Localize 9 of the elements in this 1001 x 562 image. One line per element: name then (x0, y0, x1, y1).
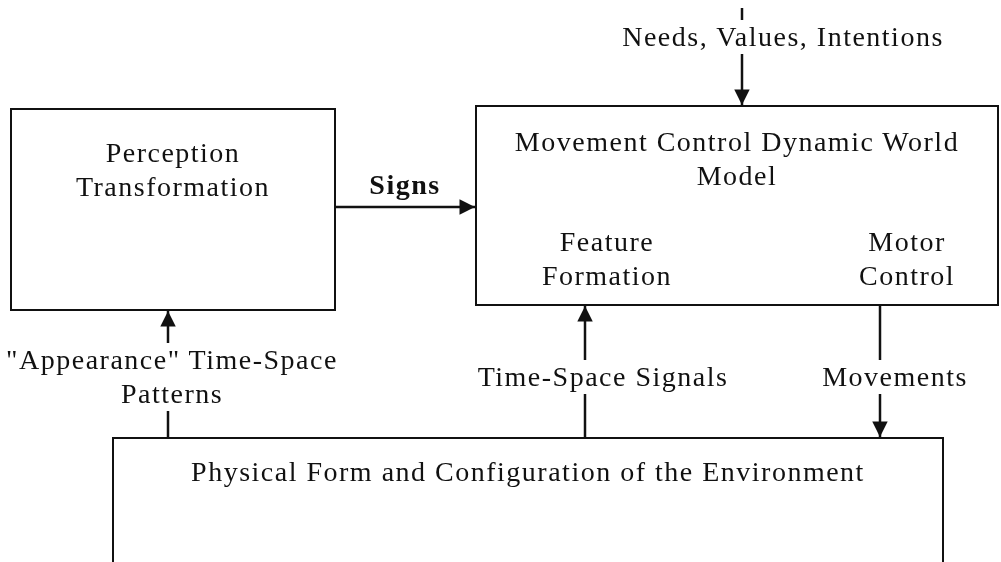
process-box (475, 105, 999, 306)
process-box (112, 437, 944, 562)
subprocess-label: Feature Formation (517, 225, 697, 294)
arrow (336, 199, 475, 215)
box-title: Physical Form and Configuration of the Environment (190, 455, 866, 489)
process-box (10, 108, 336, 311)
subprocess-label: Motor Control (832, 225, 982, 294)
box-title: Perception Transformation (74, 136, 272, 205)
box-title: Movement Control Dynamic World Model (513, 125, 961, 194)
